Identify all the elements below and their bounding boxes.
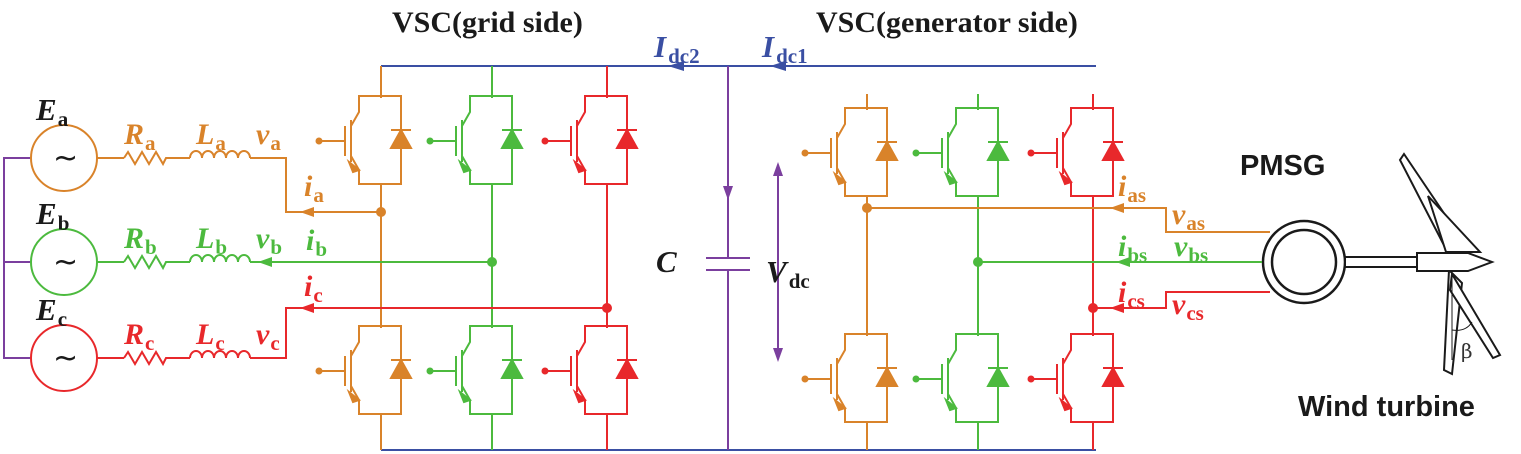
phase-c-branch <box>30 303 612 392</box>
source-symbol-a: ~ <box>53 141 78 176</box>
grid-lower-igbt-a <box>315 312 413 450</box>
inductor-label-a: La <box>195 118 226 155</box>
dc-capacitor <box>706 66 750 450</box>
phase-b-branch <box>30 228 497 296</box>
dc-bus <box>381 65 1096 451</box>
gen-leg-c <box>1027 94 1125 450</box>
grid-node-c <box>602 303 612 313</box>
source-symbol-b: ~ <box>53 245 78 280</box>
inductor-label-b: Lb <box>195 222 227 259</box>
grid-upper-igbt-a <box>315 82 413 212</box>
current-label-c: ic <box>304 270 323 307</box>
current-arrow-c <box>300 303 314 313</box>
gen-lower-igbt-b <box>912 320 1010 450</box>
dc-current-arrows <box>668 61 786 71</box>
inductor-label-c: Lc <box>195 318 225 355</box>
gen-node-c <box>1088 303 1098 313</box>
voltage-label-b: vb <box>256 222 282 259</box>
phase-a-branch <box>30 124 386 217</box>
gen-upper-igbt-a <box>801 94 899 208</box>
pmsg-label: PMSG <box>1240 150 1325 182</box>
vdc-arrow <box>773 162 783 362</box>
turbine-blade-lower-right <box>1448 270 1502 360</box>
current-arrow-b <box>258 257 272 267</box>
grid-upper-igbt-b <box>426 82 524 212</box>
gen-lower-igbt-c <box>1027 320 1125 450</box>
grid-side-title: VSC(grid side) <box>392 6 583 39</box>
source-label-a: Ea <box>35 92 69 131</box>
gen-voltage-label-c: vcs <box>1172 288 1204 325</box>
gen-phase-a-line <box>862 203 1270 233</box>
gen-node-b <box>973 257 983 267</box>
turbine-nacelle <box>1416 252 1495 272</box>
gen-voltage-label-b: vbs <box>1174 230 1208 267</box>
generator-side-converter <box>801 94 1125 450</box>
pitch-angle-label: β <box>1461 339 1473 363</box>
pmsg-generator <box>1261 219 1418 305</box>
grid-side-converter <box>315 66 639 450</box>
grid-upper-igbt-c <box>541 82 639 212</box>
grid-node-b <box>487 257 497 267</box>
capacitor-current-arrow <box>723 186 733 200</box>
vdc-label: Vdc <box>766 254 810 293</box>
generator-side-title: VSC(generator side) <box>816 6 1078 39</box>
grid-node-a <box>376 207 386 217</box>
grid-lower-igbt-b <box>426 312 524 450</box>
gen-voltage-label-a: vas <box>1172 198 1205 235</box>
grid-leg-a <box>315 66 413 450</box>
gen-phase-b-line <box>973 257 1262 267</box>
resistor-label-a: Ra <box>123 118 156 155</box>
idc2-label: Idc2 <box>653 29 700 68</box>
source-label-c: Ec <box>35 292 67 331</box>
current-label-b: ib <box>306 224 327 261</box>
gen-current-arrow-a <box>1110 203 1124 213</box>
idc1-label: Idc1 <box>761 29 808 68</box>
grid-lower-igbt-c <box>541 312 639 450</box>
resistor-label-c: Rc <box>123 318 154 355</box>
gen-leg-a <box>801 94 899 450</box>
gen-current-arrow-b <box>1116 257 1130 267</box>
gen-current-label-a: ias <box>1118 170 1146 207</box>
resistor-label-b: Rb <box>123 222 157 259</box>
grid-leg-b <box>426 66 524 450</box>
gen-current-label-b: ibs <box>1118 230 1147 267</box>
voltage-label-a: va <box>256 118 281 155</box>
neutral-connection <box>3 157 30 359</box>
current-label-a: ia <box>304 170 324 207</box>
gen-current-arrow-c <box>1110 303 1124 313</box>
gen-phase-c-line <box>1088 291 1270 313</box>
gen-upper-igbt-b <box>912 94 1010 208</box>
gen-upper-igbt-c <box>1027 94 1125 208</box>
source-symbol-c: ~ <box>53 341 78 376</box>
gen-current-label-c: ics <box>1118 276 1145 313</box>
wind-turbine <box>1398 152 1502 376</box>
wind-turbine-label: Wind turbine <box>1298 391 1475 423</box>
capacitor-label: C <box>656 244 677 279</box>
grid-leg-c <box>541 66 639 450</box>
gen-node-a <box>862 203 872 213</box>
gen-leg-b <box>912 94 1010 450</box>
current-arrow-a <box>300 207 314 217</box>
voltage-label-c: vc <box>256 318 280 355</box>
gen-lower-igbt-a <box>801 320 899 450</box>
source-label-b: Eb <box>35 196 69 235</box>
